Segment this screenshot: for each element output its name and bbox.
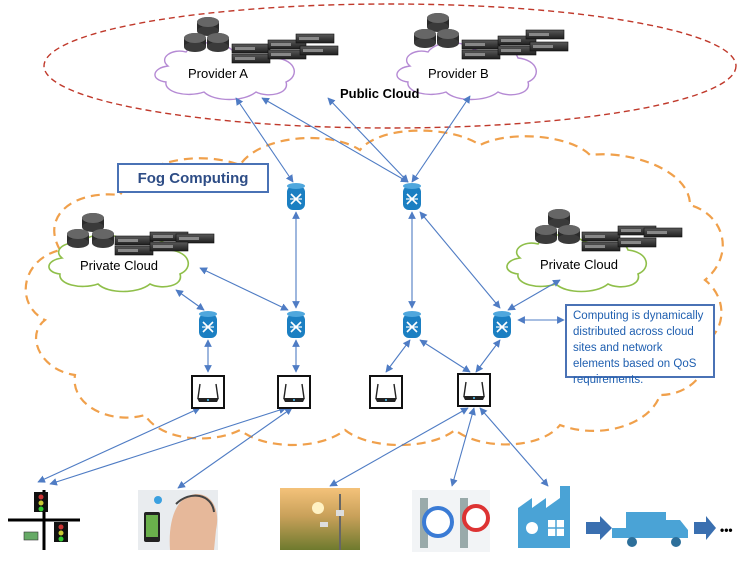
private-cloud-left-label: Private Cloud — [80, 258, 158, 273]
network-links — [37, 95, 565, 489]
fog-computing-label: Fog Computing — [117, 163, 269, 193]
fog-computing-text: Fog Computing — [137, 169, 249, 187]
right-arrow-icon — [694, 516, 716, 540]
router-icon — [198, 310, 218, 339]
traffic-light-icon — [8, 490, 80, 550]
more-ellipsis: ••• — [720, 523, 733, 537]
wireless-access-point-icon — [457, 373, 491, 407]
qos-note-text: Computing is dynamically distributed acr… — [573, 310, 704, 386]
provider-a-label: Provider A — [188, 66, 248, 81]
wireless-access-point-icon — [369, 375, 403, 409]
router-icon — [492, 310, 512, 339]
right-arrow-icon — [586, 516, 612, 540]
router-icon — [402, 182, 422, 211]
delivery-truck-icon — [612, 512, 688, 547]
wireless-access-point-icon — [191, 375, 225, 409]
qos-note: Computing is dynamically distributed acr… — [565, 304, 715, 386]
router-icon — [286, 310, 306, 339]
water-meter-icon — [412, 490, 490, 552]
smart-farming-icon — [280, 488, 360, 550]
wireless-access-point-icon — [277, 375, 311, 409]
public-cloud-boundary — [43, 3, 737, 129]
private-cloud-right-label: Private Cloud — [540, 257, 618, 272]
provider-b-label: Provider B — [428, 66, 489, 81]
router-icon — [402, 310, 422, 339]
factory-icon — [518, 486, 570, 548]
public-cloud-label: Public Cloud — [340, 86, 420, 101]
wearable-health-icon — [138, 490, 218, 550]
router-icon — [286, 182, 306, 211]
